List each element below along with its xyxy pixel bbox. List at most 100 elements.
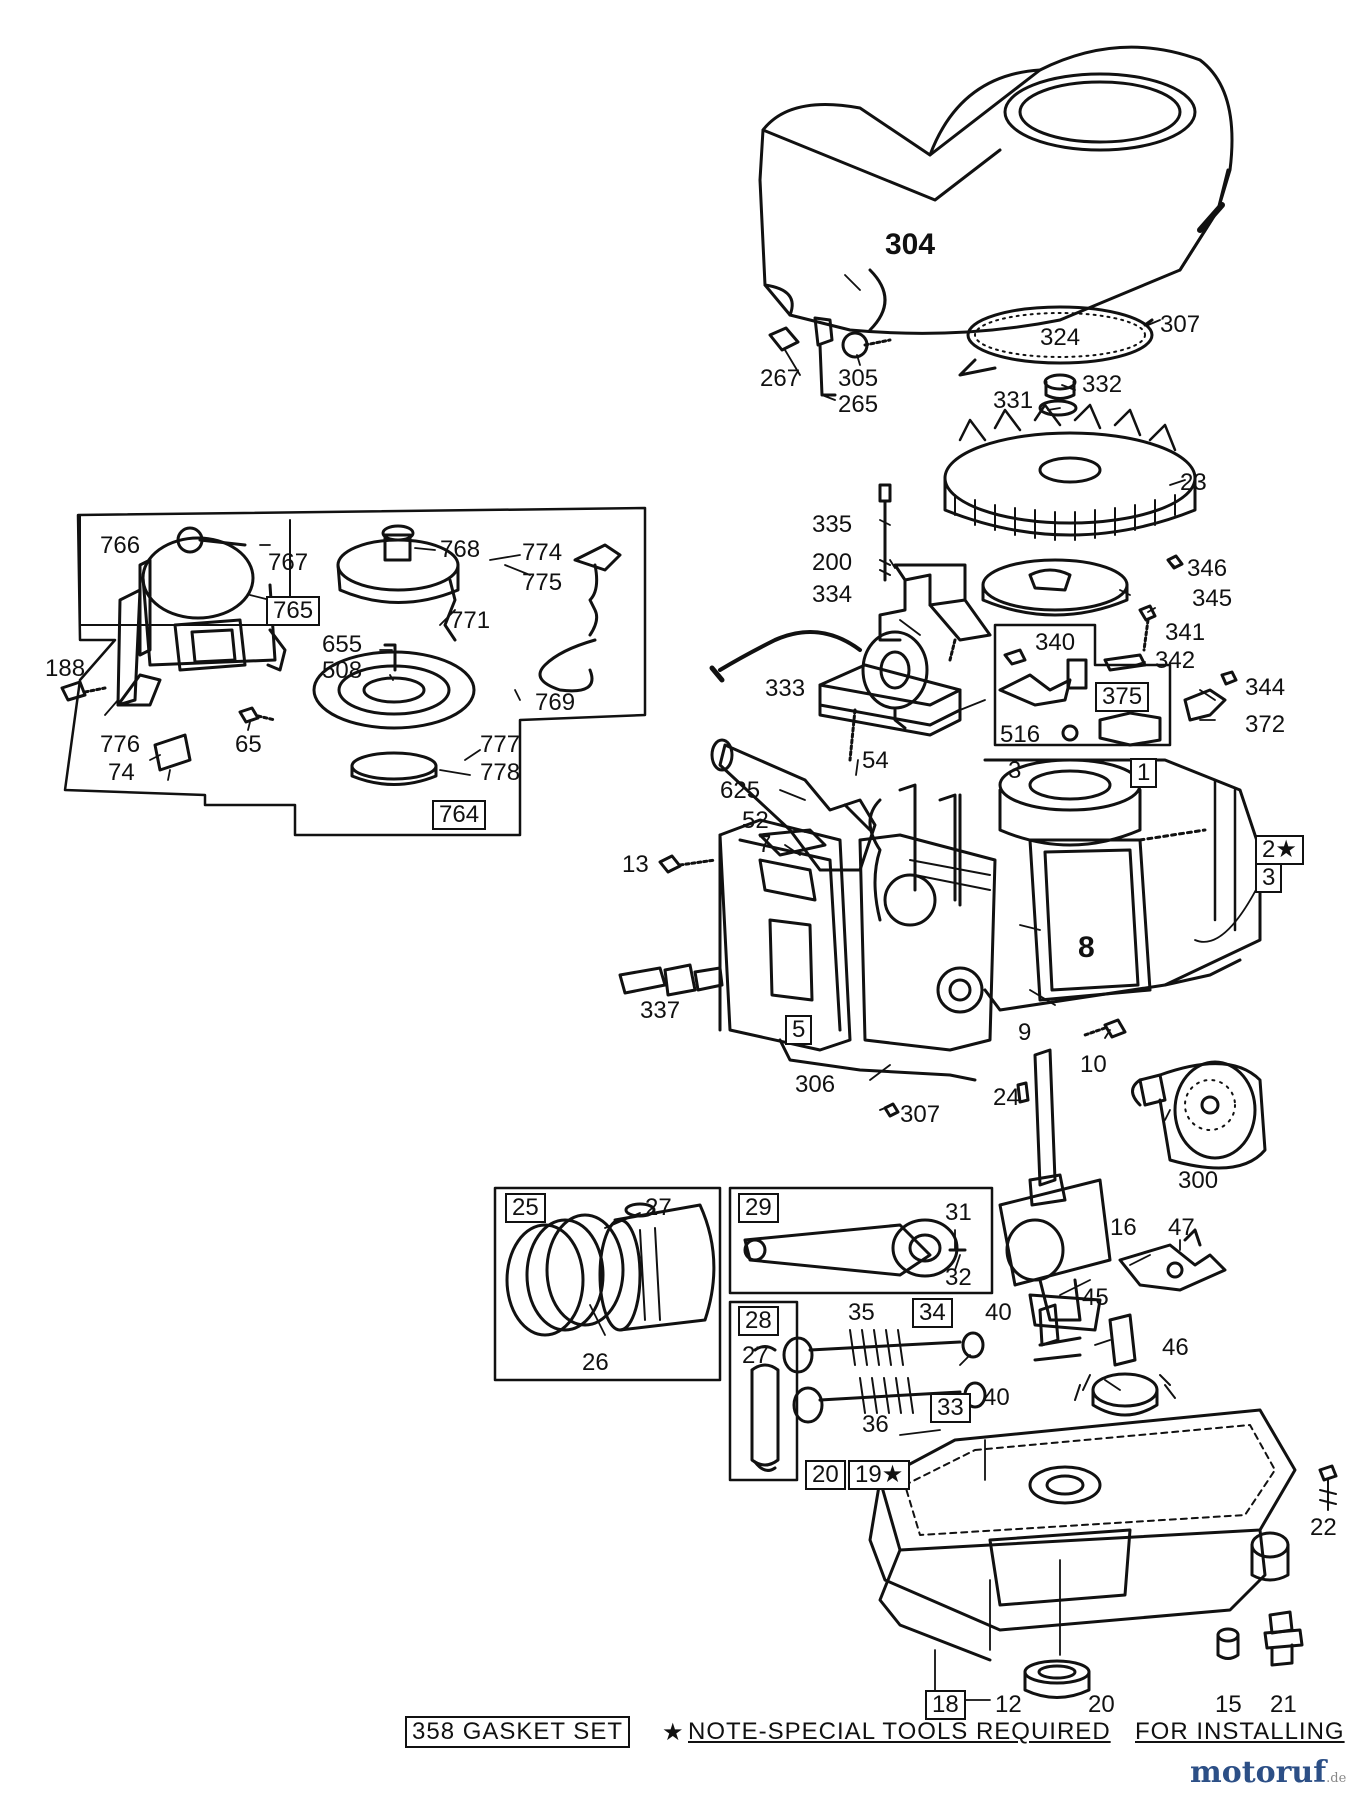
- rod-box-29: [728, 1186, 994, 1295]
- muffler-300: [1131, 1060, 1267, 1170]
- label-8: 8: [1078, 931, 1095, 964]
- label-24: 24: [993, 1084, 1020, 1111]
- label-74: 74: [108, 759, 135, 786]
- label-306: 306: [795, 1071, 836, 1098]
- label-13: 13: [622, 851, 649, 878]
- tappets-45: [1033, 1303, 1082, 1362]
- installing-note: FOR INSTALLING: [1135, 1718, 1345, 1745]
- valve-35: [782, 1329, 985, 1374]
- label-19: 19★: [848, 1460, 911, 1490]
- label-47: 47: [1168, 1214, 1195, 1241]
- screw-10: [1083, 1018, 1127, 1039]
- label-12: 12: [995, 1691, 1022, 1718]
- clip-372: [1183, 670, 1238, 722]
- label-40-top: 40: [985, 1299, 1012, 1326]
- label-625: 625: [720, 777, 761, 804]
- label-765: 765: [266, 596, 321, 626]
- label-45: 45: [1082, 1284, 1109, 1311]
- label-344: 344: [1245, 674, 1286, 701]
- label-31: 31: [945, 1199, 972, 1226]
- label-775: 775: [522, 569, 563, 596]
- label-34: 34: [912, 1298, 953, 1328]
- label-40-bottom: 40: [983, 1384, 1010, 1411]
- label-21: 21: [1270, 1691, 1297, 1718]
- label-35: 35: [848, 1299, 875, 1326]
- label-23: 23: [1180, 469, 1207, 496]
- cylinder-head: [718, 818, 997, 1082]
- label-265: 265: [838, 391, 879, 418]
- label-777: 777: [480, 731, 521, 758]
- label-337: 337: [640, 997, 681, 1024]
- label-340: 340: [1035, 629, 1076, 656]
- label-3-top: 3: [1008, 757, 1022, 784]
- label-33: 33: [930, 1393, 971, 1423]
- armature-333: [709, 630, 962, 737]
- label-771: 771: [450, 607, 491, 634]
- label-52: 52: [742, 807, 769, 834]
- bolt-335: [878, 483, 892, 582]
- label-5: 5: [785, 1015, 813, 1045]
- label-26: 26: [582, 1349, 609, 1376]
- oil-sump-base: [868, 1408, 1297, 1662]
- plug-15: [1216, 1627, 1240, 1660]
- label-18: 18: [925, 1690, 966, 1720]
- label-46: 46: [1162, 1334, 1189, 1361]
- label-769: 769: [535, 689, 576, 716]
- carburetor-tube-625: [710, 708, 877, 872]
- label-65: 65: [235, 731, 262, 758]
- seal-20: [1023, 1659, 1091, 1699]
- label-7: 7: [758, 831, 772, 858]
- bolt-13: [658, 854, 717, 874]
- label-766: 766: [100, 532, 141, 559]
- label-346: 346: [1187, 555, 1228, 582]
- screw-346: [1166, 554, 1184, 570]
- label-15: 15: [1215, 1691, 1242, 1718]
- flywheel-23: [943, 403, 1197, 541]
- label-3-box: 3: [1255, 863, 1283, 893]
- label-16: 16: [1110, 1214, 1137, 1241]
- label-342: 342: [1155, 647, 1196, 674]
- box-375-group: [993, 623, 1172, 747]
- washer-331: [1038, 399, 1078, 417]
- label-331: 331: [993, 387, 1034, 414]
- blower-housing-304: [758, 45, 1234, 335]
- hardware-265-267-305: [768, 316, 892, 397]
- spark-plug-337: [618, 963, 724, 997]
- label-54: 54: [862, 747, 889, 774]
- bracket-200: [878, 563, 992, 642]
- label-9: 9: [1018, 1019, 1032, 1046]
- label-25: 25: [505, 1193, 546, 1223]
- label-2: 2★: [1255, 835, 1304, 865]
- label-20-seal: 20: [1088, 1691, 1115, 1718]
- label-22: 22: [1310, 1514, 1337, 1541]
- governor-47: [1118, 1228, 1227, 1292]
- screen-324: [958, 305, 1154, 377]
- label-29: 29: [738, 1193, 779, 1223]
- label-27-piston: 27: [645, 1194, 672, 1221]
- label-32: 32: [945, 1264, 972, 1291]
- label-768: 768: [440, 536, 481, 563]
- label-36: 36: [862, 1411, 889, 1438]
- label-372: 372: [1245, 711, 1286, 738]
- label-764: 764: [432, 800, 487, 830]
- note-star: ★: [662, 1719, 685, 1746]
- nut-332: [1043, 373, 1077, 391]
- cam-gear-46: [1074, 1313, 1176, 1417]
- label-188: 188: [45, 655, 86, 682]
- special-tools-note: NOTE-SPECIAL TOOLS REQUIRED: [688, 1718, 1111, 1745]
- label-516: 516: [1000, 721, 1041, 748]
- label-508: 508: [322, 657, 363, 684]
- screw-341: [1138, 604, 1157, 652]
- bolt-22: [1318, 1464, 1338, 1511]
- label-200: 200: [812, 549, 853, 576]
- crankshaft-16: [998, 1048, 1112, 1332]
- gasket-set-note: 358 GASKET SET: [405, 1716, 630, 1748]
- label-304: 304: [885, 228, 936, 261]
- label-10: 10: [1080, 1051, 1107, 1078]
- label-267: 267: [760, 365, 801, 392]
- piston-box-25: [493, 1186, 722, 1382]
- screw-307-lower: [883, 1102, 900, 1118]
- label-305: 305: [838, 365, 879, 392]
